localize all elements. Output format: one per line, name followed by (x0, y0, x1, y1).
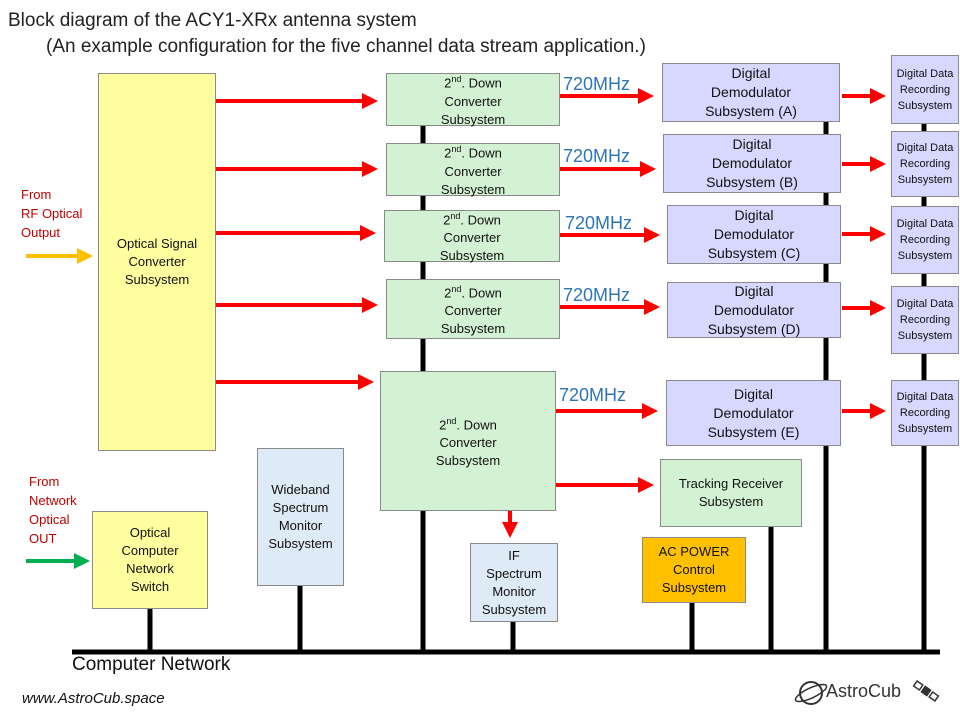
satellite-icon (912, 680, 940, 702)
optical-signal-converter-label: Optical Signal Converter Subsystem (116, 236, 198, 287)
astrocub-logo: AstroCub (793, 673, 943, 713)
tracking-receiver-label: Tracking Receiver Subsystem (678, 476, 784, 509)
ac-power-control-label: AC POWER Control Subsystem (658, 544, 730, 595)
demodulator-label-e: Digital Demodulator Subsystem (E) (707, 385, 800, 440)
optical-network-switch-label: Optical Computer Network Switch (121, 525, 179, 594)
title-line-2: (An example configuration for the five c… (46, 36, 646, 57)
demodulator-block-d: Digital Demodulator Subsystem (D) (667, 282, 841, 338)
recorder-label-a: Digital Data Recording Subsystem (896, 67, 954, 112)
freq-label-b: 720MHz (563, 146, 631, 166)
wideband-spectrum-monitor-block: Wideband Spectrum Monitor Subsystem (257, 448, 344, 586)
freq-label-a: 720MHz (563, 74, 631, 94)
dc-to-demod-arrows (502, 88, 660, 538)
freq-label-d: 720MHz (563, 285, 631, 305)
wideband-spectrum-monitor-label: Wideband Spectrum Monitor Subsystem (268, 482, 333, 551)
recorder-label-c: Digital Data Recording Subsystem (896, 218, 954, 262)
logo-text: AstroCub (826, 681, 902, 701)
recorder-block-b: Digital Data Recording Subsystem (891, 131, 959, 197)
demodulator-label-c: Digital Demodulator Subsystem (C) (707, 207, 801, 261)
planet-icon (794, 680, 940, 705)
website-footer: www.AstroCub.space (22, 690, 165, 707)
rf-input-label: From RF Optical Output (21, 187, 83, 240)
freq-label-e: 720MHz (559, 385, 627, 405)
if-spectrum-monitor-label: IF Spectrum Monitor Subsystem (481, 547, 547, 617)
recorder-label-e: Digital Data Recording Subsystem (896, 391, 954, 435)
recorder-block-e: Digital Data Recording Subsystem (891, 380, 959, 446)
demodulator-block-a: Digital Demodulator Subsystem (A) (662, 63, 840, 122)
computer-network-label: Computer Network (72, 654, 231, 675)
optical-signal-converter-block: Optical Signal Converter Subsystem (98, 73, 216, 451)
title-line-1: Block diagram of the ACY1-XRx antenna sy… (8, 10, 417, 31)
demod-to-recorder-arrows (842, 88, 886, 419)
if-spectrum-monitor-block: IF Spectrum Monitor Subsystem (470, 543, 558, 622)
tracking-receiver-block: Tracking Receiver Subsystem (660, 459, 802, 527)
demodulator-block-b: Digital Demodulator Subsystem (B) (663, 134, 841, 193)
demodulator-block-c: Digital Demodulator Subsystem (C) (667, 205, 841, 264)
freq-label-c: 720MHz (565, 213, 633, 233)
demodulator-label-d: Digital Demodulator Subsystem (D) (707, 282, 801, 337)
recorder-label-b: Digital Data Recording Subsystem (896, 142, 954, 186)
ac-power-control-block: AC POWER Control Subsystem (642, 537, 746, 603)
recorder-block-c: Digital Data Recording Subsystem (891, 206, 959, 274)
network-input-label: From Network Optical OUT (29, 474, 77, 546)
demodulator-block-e: Digital Demodulator Subsystem (E) (666, 380, 841, 446)
recorder-block-a: Digital Data Recording Subsystem (891, 55, 959, 124)
demodulator-label-a: Digital Demodulator Subsystem (A) (705, 65, 797, 119)
optical-network-switch-block: Optical Computer Network Switch (92, 511, 208, 609)
recorder-label-d: Digital Data Recording Subsystem (896, 298, 954, 342)
diagram-title: Block diagram of the ACY1-XRx antenna sy… (8, 8, 646, 60)
if-feed-arrows (216, 93, 378, 390)
recorder-block-d: Digital Data Recording Subsystem (891, 286, 959, 354)
demodulator-label-b: Digital Demodulator Subsystem (B) (706, 136, 798, 190)
